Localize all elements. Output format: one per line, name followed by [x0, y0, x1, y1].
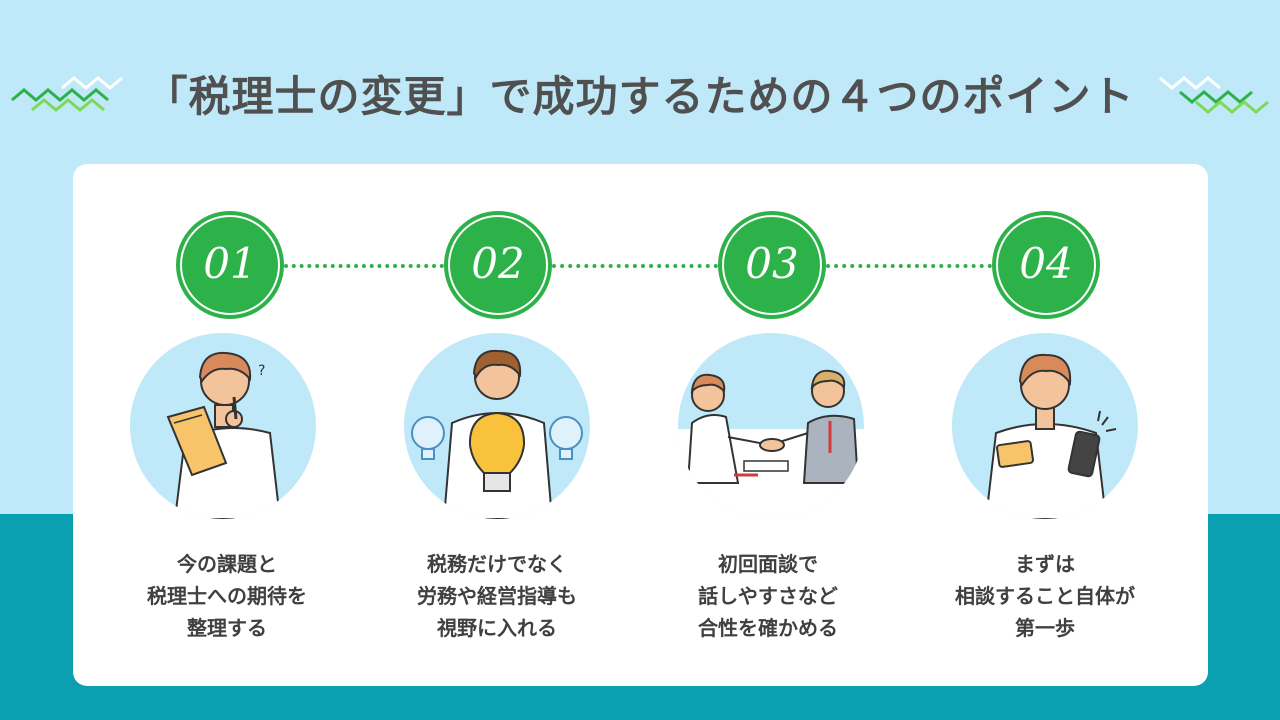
- caption-line: 初回面談で: [718, 552, 818, 576]
- page-title: 「税理士の変更」で成功するための４つのポイント: [145, 72, 1135, 121]
- caption-line: 視野に入れる: [437, 616, 557, 640]
- point-badge-4: 04: [992, 211, 1100, 319]
- zigzag-decoration-icon: [11, 76, 123, 112]
- illustration-consult-man: [952, 333, 1138, 519]
- zigzag-decoration-icon: [1159, 76, 1269, 114]
- point-number: 02: [471, 239, 525, 288]
- caption-line: 税理士への期待を: [147, 584, 307, 608]
- illustration-handshake: [678, 333, 864, 519]
- caption-line: まずは: [1015, 552, 1075, 576]
- caption-line: 税務だけでなく: [427, 552, 567, 576]
- point-caption-2: 税務だけでなく 労務や経営指導も 視野に入れる: [362, 548, 632, 644]
- handshake-icon: [678, 369, 864, 519]
- caption-line: 話しやすさなど: [698, 584, 838, 608]
- light-bulb-icon: [411, 349, 583, 519]
- connector-dots: [826, 264, 992, 272]
- caption-line: 整理する: [187, 616, 267, 640]
- thinking-man-icon: ?: [166, 351, 282, 519]
- point-caption-1: 今の課題と 税理士への期待を 整理する: [92, 548, 362, 644]
- point-number: 03: [745, 239, 799, 288]
- caption-line: 労務や経営指導も: [417, 584, 577, 608]
- caption-line: 合性を確かめる: [698, 616, 838, 640]
- point-caption-3: 初回面談で 話しやすさなど 合性を確かめる: [633, 548, 903, 644]
- illustration-idea-man: [404, 333, 590, 519]
- illustration-thinking-man: ?: [130, 333, 316, 519]
- svg-text:?: ?: [258, 363, 265, 379]
- point-number: 04: [1019, 239, 1073, 288]
- caption-line: 相談すること自体が: [955, 584, 1135, 608]
- caption-line: 第一歩: [1015, 616, 1075, 640]
- phone-man-icon: [984, 353, 1117, 519]
- point-badge-3: 03: [718, 211, 826, 319]
- point-caption-4: まずは 相談すること自体が 第一歩: [910, 548, 1180, 644]
- connector-dots: [284, 264, 444, 272]
- caption-line: 今の課題と: [177, 552, 277, 576]
- point-number: 01: [203, 239, 257, 288]
- point-badge-1: 01: [176, 211, 284, 319]
- point-badge-2: 02: [444, 211, 552, 319]
- connector-dots: [552, 264, 718, 272]
- header: 「税理士の変更」で成功するための４つのポイント: [0, 62, 1280, 132]
